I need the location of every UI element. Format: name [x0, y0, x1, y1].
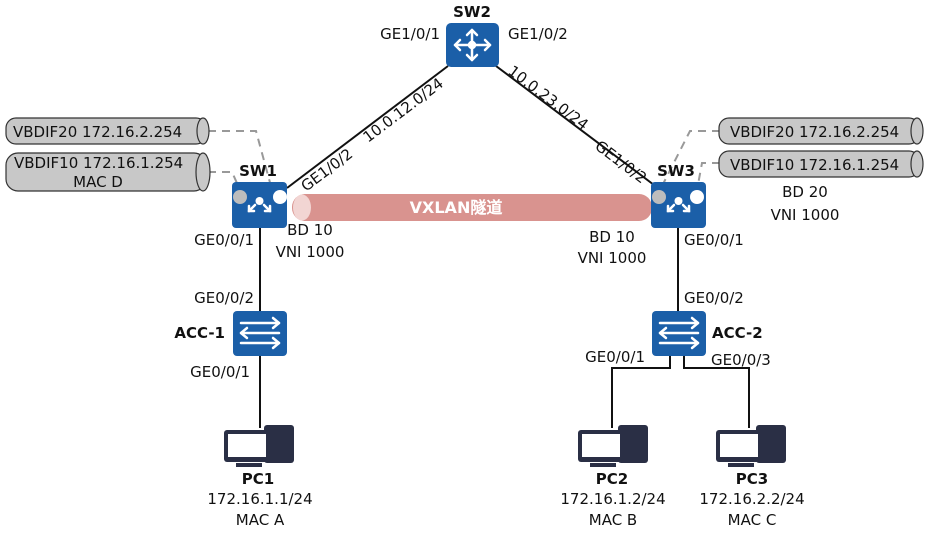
port-dot: [273, 190, 287, 204]
dashed-sw1-vbdif20: [208, 130, 273, 191]
sw2-port-right: GE1/0/2: [508, 25, 568, 43]
sw3-name: SW3: [657, 162, 695, 180]
sw1-vni: VNI 1000: [276, 243, 345, 261]
sw1-vbdif20-label: VBDIF20 172.16.2.254: [13, 123, 182, 141]
pc3-mac: MAC C: [728, 511, 777, 529]
sw3-vbdif20-cylinder: VBDIF20 172.16.2.254: [718, 117, 924, 145]
acc2-name: ACC-2: [712, 324, 763, 342]
switch-arrows-icon: [658, 316, 700, 350]
switch-center-dot: [674, 197, 683, 205]
link-sw2-sw3: [495, 65, 659, 189]
tunnel-end-cap: [293, 194, 311, 221]
pc1-name: PC1: [242, 470, 274, 488]
pc3-name: PC3: [736, 470, 768, 488]
sw3-bd10: BD 10: [589, 228, 635, 246]
sw1-mac-label: MAC D: [73, 173, 123, 191]
pc3-ip: 172.16.2.2/24: [699, 490, 804, 508]
sw3-vbdif20-label: VBDIF20 172.16.2.254: [730, 123, 899, 141]
link-acc2-pc2: [611, 356, 671, 428]
device-pc3[interactable]: PC3 172.16.2.2/24 MAC C: [699, 425, 805, 529]
sw3-downlink-port: GE0/0/1: [684, 231, 744, 249]
acc2-port-right: GE0/0/3: [711, 351, 771, 369]
acc2-uplink-port: GE0/0/2: [684, 289, 744, 307]
subnet-sw1-sw2: 10.0.12.0/24: [360, 74, 447, 146]
port-dot: [652, 190, 666, 204]
sw3-vni20: VNI 1000: [771, 206, 840, 224]
switch-arrows-icon: [247, 203, 272, 213]
dashed-sw1-vbdif10: [208, 171, 241, 191]
pc2-ip: 172.16.1.2/24: [560, 490, 665, 508]
port-dot: [233, 190, 247, 204]
sw1-vbdif20-cylinder: VBDIF20 172.16.2.254: [5, 117, 210, 145]
sw1-uplink-port: GE1/0/2: [298, 145, 357, 195]
sw3-vbdif10-cylinder: VBDIF10 172.16.1.254: [718, 150, 924, 178]
sw3-uplink-port: GE1/0/2: [592, 137, 651, 187]
sw1-vbdif10-label: VBDIF10 172.16.1.254: [14, 154, 183, 172]
switch-arrows-icon: [666, 203, 691, 213]
sw1-vbdif10-cylinder: VBDIF10 172.16.1.254 MAC D: [5, 152, 211, 192]
sw1-bd: BD 10: [287, 221, 333, 239]
pc2-name: PC2: [596, 470, 628, 488]
dashed-connectors: [208, 130, 720, 191]
pc2-mac: MAC B: [589, 511, 637, 529]
sw1-downlink-port: GE0/0/1: [194, 231, 254, 249]
link-acc2-pc3: [683, 356, 750, 428]
cylinder-cap: [910, 150, 924, 178]
switch-center-dot: [255, 197, 264, 205]
cylinder-cap: [196, 117, 210, 145]
sw3-vni10: VNI 1000: [578, 249, 647, 267]
links: [259, 65, 750, 428]
pc1-ip: 172.16.1.1/24: [207, 490, 312, 508]
acc1-downlink-port: GE0/0/1: [190, 363, 250, 381]
device-sw2[interactable]: SW2 GE1/0/1 GE1/0/2: [380, 3, 568, 67]
sw3-bd20: BD 20: [782, 183, 828, 201]
subnet-sw2-sw3: 10.0.23.0/24: [505, 62, 592, 134]
acc1-name: ACC-1: [174, 324, 225, 342]
port-dot: [690, 190, 704, 204]
device-sw1[interactable]: SW1 GE0/0/1 BD 10 VNI 1000: [194, 162, 344, 261]
acc2-port-left: GE0/0/1: [585, 348, 645, 366]
sw1-name: SW1: [239, 162, 277, 180]
device-pc2[interactable]: PC2 172.16.1.2/24 MAC B: [560, 425, 666, 529]
dashed-sw3-vbdif10: [696, 162, 720, 191]
pc-icon: [224, 425, 294, 467]
vxlan-tunnel: VXLAN隧道: [292, 194, 652, 221]
pc1-mac: MAC A: [236, 511, 285, 529]
dashed-sw3-vbdif20: [659, 130, 720, 191]
tunnel-body: [292, 194, 652, 221]
sw2-name: SW2: [453, 3, 491, 21]
cylinder-cap: [195, 152, 211, 192]
acc1-uplink-port: GE0/0/2: [194, 289, 254, 307]
pc-icon: [578, 425, 648, 467]
device-pc1[interactable]: PC1 172.16.1.1/24 MAC A: [207, 425, 313, 529]
router-arrows-icon: [453, 28, 492, 62]
device-sw3[interactable]: SW3 GE0/0/1 BD 10 VNI 1000 BD 20 VNI 100…: [578, 162, 840, 267]
switch-arrows-icon: [239, 316, 281, 350]
device-acc1[interactable]: ACC-1 GE0/0/2 GE0/0/1: [174, 289, 287, 381]
sw2-port-left: GE1/0/1: [380, 25, 440, 43]
device-acc2[interactable]: ACC-2 GE0/0/2 GE0/0/1 GE0/0/3: [585, 289, 771, 369]
sw3-vbdif10-label: VBDIF10 172.16.1.254: [730, 156, 899, 174]
link-sw1-sw2: [286, 65, 449, 189]
pc-icon: [716, 425, 786, 467]
tunnel-label: VXLAN隧道: [410, 198, 503, 217]
cylinder-cap: [910, 117, 924, 145]
